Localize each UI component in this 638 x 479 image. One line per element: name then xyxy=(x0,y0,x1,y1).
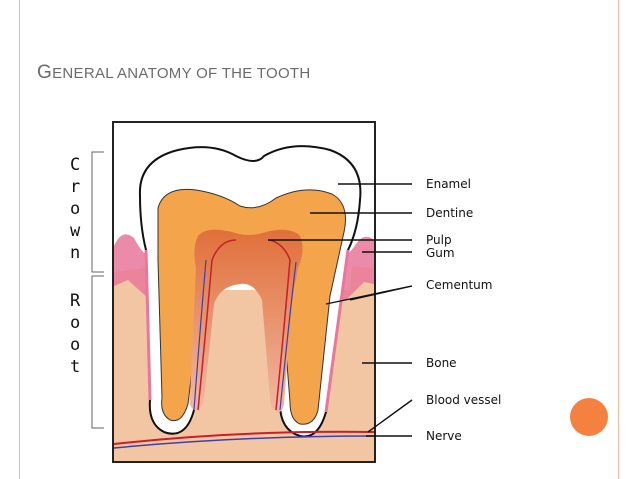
crown-letter: r xyxy=(70,177,80,197)
label-dentine: Dentine xyxy=(426,206,473,220)
decorative-orange-circle xyxy=(570,398,608,436)
root-letter: o xyxy=(70,335,80,355)
root-letter: o xyxy=(70,313,80,333)
root-bracket xyxy=(91,275,104,429)
blood-vessel-leader xyxy=(367,399,413,433)
label-bone: Bone xyxy=(426,356,457,370)
slide-title: GENERAL ANATOMY OF THE TOOTH xyxy=(37,62,311,84)
left-border-line xyxy=(19,0,20,479)
pulp-chamber xyxy=(189,229,303,413)
root-letter: R xyxy=(70,291,81,311)
cementum-line-right xyxy=(324,249,350,413)
label-cementum: Cementum xyxy=(426,278,492,292)
crown-letter: n xyxy=(70,243,80,263)
label-pulp: Pulp xyxy=(426,233,452,247)
nerve-line xyxy=(113,430,375,445)
right-border-line xyxy=(618,0,619,479)
label-nerve: Nerve xyxy=(426,429,462,443)
vessel-left-root-blue xyxy=(193,259,207,411)
slide-title-rest: ENERAL ANATOMY OF THE TOOTH xyxy=(52,65,311,82)
slide-title-initial: G xyxy=(37,62,53,83)
label-gum: Gum xyxy=(426,246,455,260)
vessel-right-root-blue xyxy=(279,261,297,411)
label-enamel: Enamel xyxy=(426,177,471,191)
label-blood-vessel: Blood vessel xyxy=(426,393,501,407)
cementum-line xyxy=(144,249,152,401)
crown-letter: o xyxy=(70,199,80,219)
cementum-leader xyxy=(349,285,413,301)
crown-letter: w xyxy=(70,221,81,241)
crown-bracket xyxy=(91,151,104,273)
blood-vessel-line xyxy=(113,435,375,449)
vessel-left-root xyxy=(197,239,237,411)
vessel-right-root xyxy=(269,239,291,411)
crown-letter: C xyxy=(70,155,80,175)
root-letter: t xyxy=(70,357,80,377)
